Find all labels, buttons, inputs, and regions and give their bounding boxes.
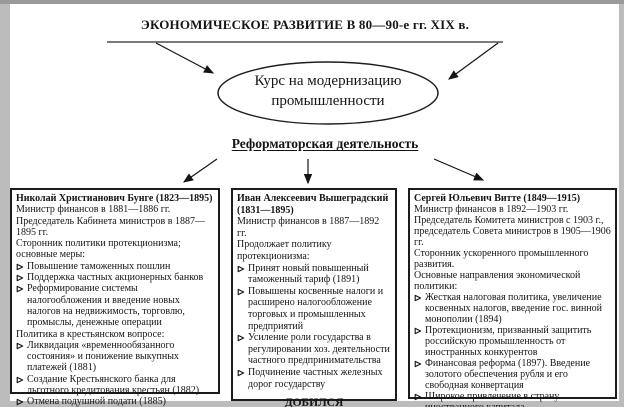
- measure-text: Жесткая налоговая политика, увеличение к…: [425, 292, 603, 325]
- bullet-arrow-icon: [237, 369, 245, 377]
- frame-top-strip: [0, 0, 624, 4]
- measure-item: Широкое привлечение в страну иностранног…: [414, 391, 611, 407]
- measure-text: Широкое привлечение в страну иностранног…: [425, 391, 560, 407]
- measure-item: Повышены косвенные налоги и расширено на…: [237, 286, 391, 332]
- measure-item: Протекционизм, призванный защитить росси…: [414, 325, 611, 358]
- measure-text: Ликвидация «временнообязанного состояния…: [27, 339, 179, 374]
- measure-item: Отмена подушной подати (1885): [16, 396, 214, 407]
- info-line: Политика в крестьянском вопросе:: [16, 328, 165, 340]
- bullet-arrow-icon: [414, 360, 422, 368]
- info-line: Сторонник ускоренного промышленного разв…: [414, 248, 589, 270]
- measure-text: Протекционизм, призванный защитить росси…: [425, 325, 592, 358]
- bullet-arrow-icon: [16, 263, 24, 270]
- section-title: Реформаторская деятельность: [231, 136, 419, 151]
- info-line: Министр финансов в 1892—1903 гг.: [414, 204, 569, 215]
- minister-name: Сергей Юльевич Витте (1849—1915): [414, 193, 581, 204]
- minister-name: Иван Алексеевич Вышеградский (1831—1895): [237, 193, 389, 216]
- bullet-arrow-icon: [237, 265, 245, 272]
- bullet-arrow-icon: [16, 376, 24, 383]
- measure-text: Реформирование системы налогообложения и…: [27, 283, 185, 329]
- measure-item: Повышение таможенных пошлин: [16, 261, 214, 272]
- bullet-arrow-icon: [414, 294, 422, 302]
- diagram-title: ЭКОНОМИЧЕСКОЕ РАЗВИТИЕ В 80—90-е гг. XIX…: [140, 17, 470, 32]
- bullet-arrow-icon: [414, 327, 422, 335]
- bullet-arrow-icon: [16, 274, 24, 282]
- info-line: Основные направления экономической полит…: [414, 270, 581, 292]
- info-line: Министр финансов в 1887—1892 гг.: [237, 216, 380, 239]
- measure-text: Поддержка частных акционерных банков: [27, 272, 204, 284]
- measure-text: Подчинение частных железных дорог госуда…: [248, 366, 383, 390]
- minister-box-witte: Сергей Юльевич Витте (1849—1915)Министр …: [408, 188, 617, 407]
- minister-box-bunge: Николай Христианович Бунге (1823—1895)Ми…: [10, 188, 220, 407]
- measure-item: Принят новый повышенный таможенный тариф…: [237, 263, 391, 286]
- measure-item: Финансовая реформа (1897). Введение золо…: [414, 358, 611, 391]
- measure-item: Подчинение частных железных дорог госуда…: [237, 367, 391, 390]
- achievement-note: ДОБИЛСЯ УСТОЙЧИВОСТИ ФИНАНСОВОЙ СИСТЕМЫ: [284, 397, 344, 407]
- bullet-arrow-icon: [237, 288, 245, 295]
- measure-text: Повышены косвенные налоги и расширено на…: [248, 285, 384, 332]
- info-line: Председатель Комитета министров с 1903 г…: [414, 215, 611, 248]
- minister-name: Николай Христианович Бунге (1823—1895): [16, 193, 213, 204]
- measure-text: Повышение таможенных пошлин: [27, 260, 171, 272]
- minister-box-vyshegradsky: Иван Алексеевич Вышеградский (1831—1895)…: [231, 188, 397, 407]
- bullet-arrow-icon: [16, 399, 24, 406]
- measure-item: Усиление роли государства в регулировани…: [237, 332, 391, 367]
- bullet-arrow-icon: [16, 342, 24, 350]
- measure-item: Поддержка частных акционерных банков: [16, 272, 214, 283]
- bullet-arrow-icon: [414, 393, 422, 401]
- measure-item: Создание Крестьянского банка для льготно…: [16, 374, 214, 397]
- info-line: Министр финансов в 1881—1886 гг.: [16, 204, 171, 216]
- bullet-arrow-icon: [16, 286, 24, 293]
- measure-text: Отмена подушной подати (1885): [27, 396, 166, 407]
- bullet-arrow-icon: [237, 334, 245, 342]
- measure-item: Реформирование системы налогообложения и…: [16, 283, 214, 328]
- measure-text: Создание Крестьянского банка для льготно…: [27, 373, 200, 397]
- measure-text: Финансовая реформа (1897). Введение золо…: [425, 358, 591, 391]
- measure-item: Ликвидация «временнообязанного состояния…: [16, 340, 214, 374]
- info-line: Сторонник политики протекционизма; основ…: [16, 238, 181, 261]
- measure-text: Принят новый повышенный таможенный тариф…: [248, 262, 369, 286]
- measure-text: Усиление роли государства в регулировани…: [248, 332, 390, 367]
- ellipse-label: Курс на модернизацию промышленности: [254, 73, 402, 109]
- info-line: Председатель Кабинета министров в 1887—1…: [16, 215, 206, 238]
- measure-item: Жесткая налоговая политика, увеличение к…: [414, 292, 611, 325]
- info-line: Продолжает политику протекционизма:: [237, 239, 332, 262]
